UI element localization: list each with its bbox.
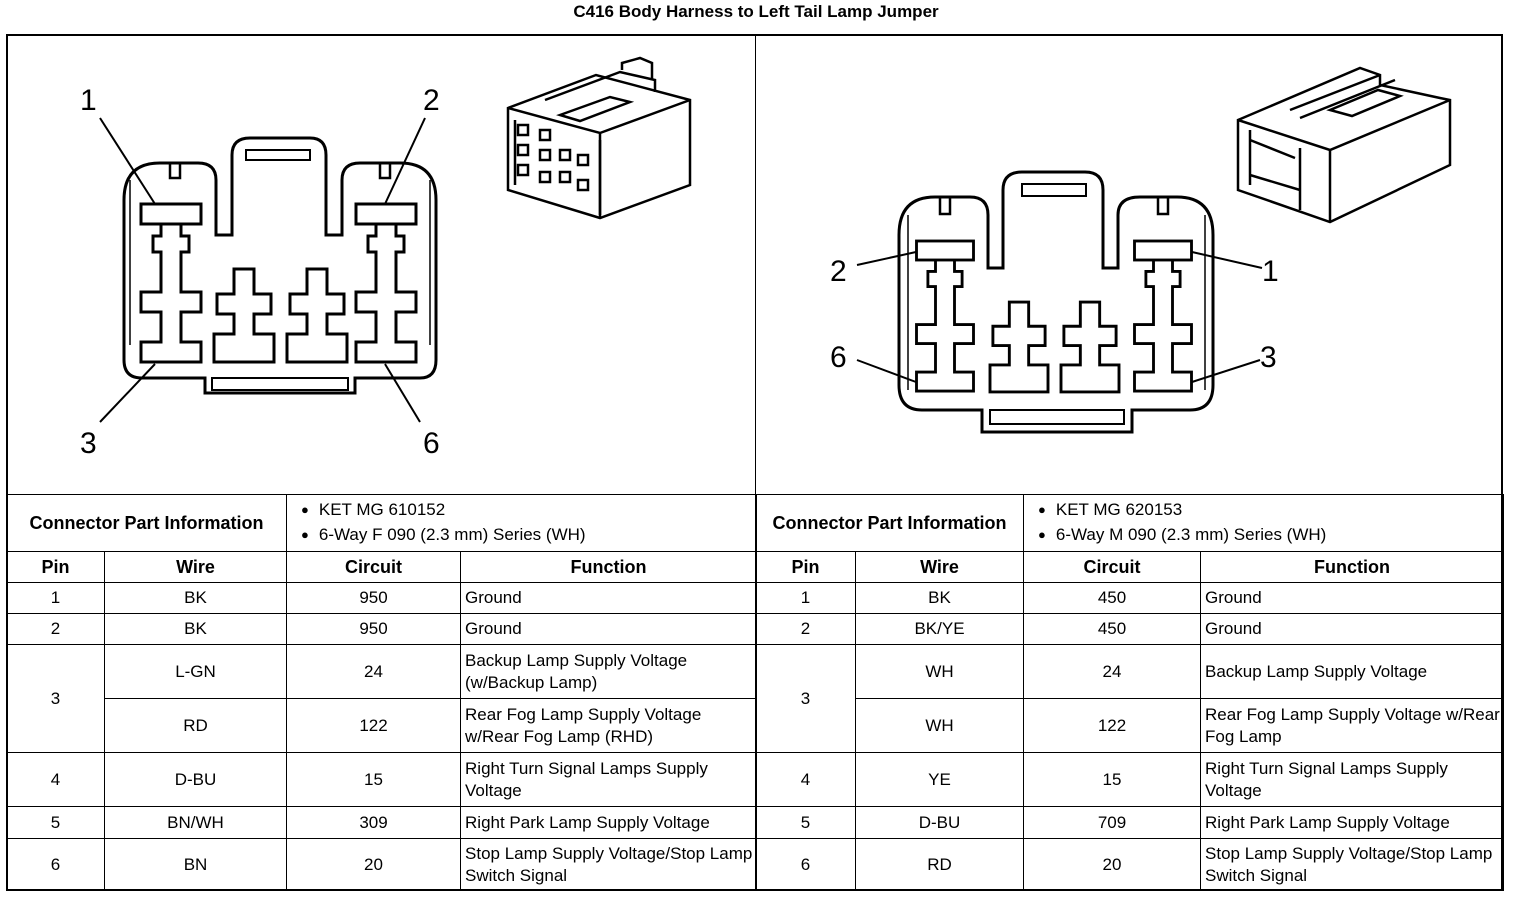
part-info-item: KET MG 610152 (301, 498, 756, 523)
circuit-cell: 15 (286, 752, 462, 807)
pin-cell: 5 (6, 806, 105, 839)
wire-cell: D-BU (854, 806, 1025, 839)
wire-cell: L-GN (103, 644, 288, 699)
circuit-cell: 24 (1023, 644, 1202, 699)
part-info-item: 6-Way F 090 (2.3 mm) Series (WH) (301, 523, 756, 548)
circuit-cell: 24 (286, 644, 462, 699)
pin-cell: 1 (6, 582, 105, 614)
wire-cell: BK/YE (854, 613, 1025, 645)
pin-cell: 3 (755, 644, 856, 753)
circuit-cell: 309 (286, 806, 462, 839)
pin-cell: 5 (755, 806, 856, 839)
pin-cell: 1 (755, 582, 856, 614)
table-row: 5 BN/WH 309 Right Park Lamp Supply Volta… (6, 806, 758, 839)
function-cell: Rear Fog Lamp Supply Voltage w/Rear Fog … (460, 698, 758, 753)
header-function: Function (1200, 551, 1505, 583)
wire-cell: WH (854, 644, 1025, 699)
function-cell: Right Park Lamp Supply Voltage (1200, 806, 1505, 839)
function-cell: Ground (460, 582, 758, 614)
circuit-cell: 450 (1023, 582, 1202, 614)
circuit-cell: 20 (286, 838, 462, 891)
function-cell: Stop Lamp Supply Voltage/Stop Lamp Switc… (460, 838, 758, 891)
wire-cell: BN (103, 838, 288, 891)
wire-cell: YE (854, 752, 1025, 807)
header-wire: Wire (103, 551, 288, 583)
pin-cell: 4 (755, 752, 856, 807)
circuit-cell: 450 (1023, 613, 1202, 645)
part-info-list: KET MG 610152 6-Way F 090 (2.3 mm) Serie… (286, 494, 758, 552)
wire-cell: WH (854, 698, 1025, 753)
wire-cell: D-BU (103, 752, 288, 807)
function-cell: Backup Lamp Supply Voltage (1200, 644, 1505, 699)
table-row: 5 D-BU 709 Right Park Lamp Supply Voltag… (755, 806, 1505, 839)
header-pin: Pin (755, 551, 856, 583)
pin-cell: 3 (6, 644, 105, 753)
table-row: 3 WH 24 Backup Lamp Supply Voltage (755, 644, 1505, 753)
table-row: 2 BK 950 Ground (6, 613, 758, 645)
column-divider (755, 34, 756, 494)
table-row: 4 YE 15 Right Turn Signal Lamps Supply V… (755, 752, 1505, 807)
function-cell: Ground (460, 613, 758, 645)
circuit-cell: 122 (286, 698, 462, 753)
header-circuit: Circuit (1023, 551, 1202, 583)
part-info-label: Connector Part Information (754, 494, 1025, 552)
pin-cell: 4 (6, 752, 105, 807)
table-row: 2 BK/YE 450 Ground (755, 613, 1505, 645)
table-row: WH 122 Rear Fog Lamp Supply Voltage w/Re… (756, 698, 1505, 753)
part-info-list: KET MG 620153 6-Way M 090 (2.3 mm) Serie… (1023, 494, 1505, 552)
table-row: RD 122 Rear Fog Lamp Supply Voltage w/Re… (7, 698, 758, 753)
function-cell: Right Turn Signal Lamps Supply Voltage (1200, 752, 1505, 807)
function-cell: Ground (1200, 613, 1505, 645)
function-cell: Rear Fog Lamp Supply Voltage w/Rear Fog … (1200, 698, 1505, 753)
wire-cell: BK (103, 613, 288, 645)
wire-cell: RD (854, 838, 1025, 891)
part-info-item: KET MG 620153 (1038, 498, 1503, 523)
function-cell: Stop Lamp Supply Voltage/Stop Lamp Switc… (1200, 838, 1505, 891)
function-cell: Backup Lamp Supply Voltage (w/Backup Lam… (460, 644, 758, 699)
part-info-row: Connector Part Information KET MG 610152… (5, 494, 758, 552)
diagram-title: C416 Body Harness to Left Tail Lamp Jump… (573, 2, 939, 21)
table-row: 4 D-BU 15 Right Turn Signal Lamps Supply… (6, 752, 758, 807)
header-wire: Wire (854, 551, 1025, 583)
part-info-item: 6-Way M 090 (2.3 mm) Series (WH) (1038, 523, 1503, 548)
circuit-cell: 122 (1023, 698, 1202, 753)
circuit-cell: 709 (1023, 806, 1202, 839)
pin-cell: 2 (755, 613, 856, 645)
table-row: 3 L-GN 24 Backup Lamp Supply Voltage (w/… (6, 644, 758, 753)
table-row: 1 BK 950 Ground (6, 582, 758, 614)
table-row: 6 BN 20 Stop Lamp Supply Voltage/Stop La… (6, 838, 758, 891)
header-function: Function (460, 551, 758, 583)
right-pin-table: Connector Part Information KET MG 620153… (754, 494, 1505, 891)
wire-cell: BK (103, 582, 288, 614)
wire-cell: BK (854, 582, 1025, 614)
header-pin: Pin (6, 551, 105, 583)
circuit-cell: 15 (1023, 752, 1202, 807)
left-pin-table: Connector Part Information KET MG 610152… (5, 494, 758, 891)
circuit-cell: 950 (286, 613, 462, 645)
function-cell: Right Park Lamp Supply Voltage (460, 806, 758, 839)
circuit-cell: 950 (286, 582, 462, 614)
part-info-label: Connector Part Information (5, 494, 288, 552)
part-info-row: Connector Part Information KET MG 620153… (754, 494, 1505, 552)
function-cell: Right Turn Signal Lamps Supply Voltage (460, 752, 758, 807)
wire-cell: RD (103, 698, 288, 753)
wire-cell: BN/WH (103, 806, 288, 839)
function-cell: Ground (1200, 582, 1505, 614)
table-row: 1 BK 450 Ground (755, 582, 1505, 614)
pin-cell: 6 (755, 838, 856, 891)
pin-cell: 2 (6, 613, 105, 645)
table-header-row: Pin Wire Circuit Function (755, 551, 1505, 583)
header-circuit: Circuit (286, 551, 462, 583)
table-header-row: Pin Wire Circuit Function (6, 551, 758, 583)
pin-cell: 6 (6, 838, 105, 891)
circuit-cell: 20 (1023, 838, 1202, 891)
table-row: 6 RD 20 Stop Lamp Supply Voltage/Stop La… (755, 838, 1505, 891)
